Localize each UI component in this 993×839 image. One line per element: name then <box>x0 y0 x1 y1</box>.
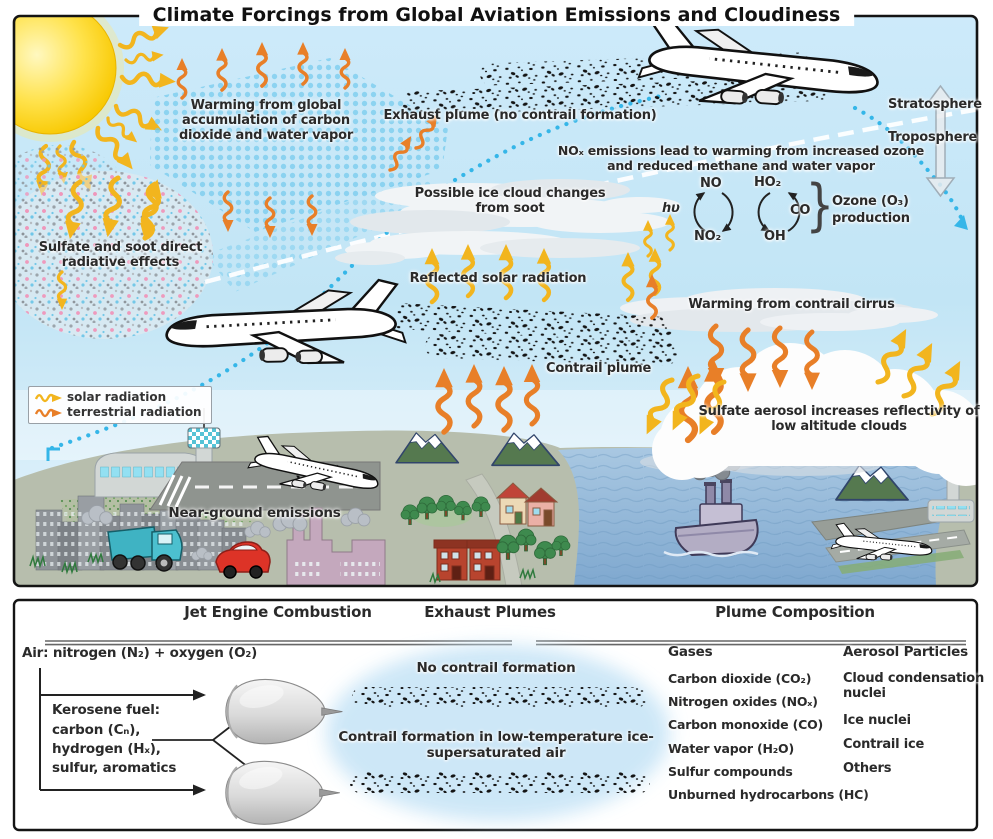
gas-item: Carbon dioxide (CO₂) <box>668 671 812 686</box>
village-houses <box>495 482 559 527</box>
sun-icon <box>14 16 124 142</box>
gas-item: Nitrogen oxides (NOₓ) <box>668 694 818 709</box>
header-plume-composition: Plume Composition <box>715 603 875 621</box>
label-troposphere: Troposphere <box>888 130 978 145</box>
car-icon <box>215 541 271 579</box>
label-no-contrail: No contrail formation <box>416 660 576 676</box>
header-gases: Gases <box>668 644 713 660</box>
stratosphere-troposphere-arrow <box>925 84 956 198</box>
legend: solar radiation terrestrial radiation <box>28 386 212 424</box>
label-co: CO <box>790 203 811 218</box>
legend-terrestrial-label: terrestrial radiation <box>67 405 202 419</box>
houses <box>433 539 504 581</box>
sulfate-soot-patch <box>14 145 213 339</box>
header-aerosol-particles: Aerosol Particles <box>843 644 968 660</box>
label-warming-global: Warming from global accumulation of carb… <box>178 98 354 144</box>
ozone-brace: } <box>805 173 835 238</box>
ozone-cycle-arrows <box>693 192 801 232</box>
ship-icon <box>663 450 759 558</box>
legend-row-solar: solar radiation <box>35 390 202 404</box>
contrail-cirrus-cloud <box>620 288 938 332</box>
ice-cloud <box>335 179 680 265</box>
label-fuel-4: sulfur, aromatics <box>52 760 177 776</box>
label-contrail-plume: Contrail plume <box>546 361 652 376</box>
contrail-band <box>350 772 650 793</box>
aerosol-item: Contrail ice <box>843 737 925 752</box>
grass <box>29 551 536 585</box>
label-oh: OH <box>764 229 786 244</box>
label-no2: NO₂ <box>694 229 722 244</box>
label-nox: NOₓ emissions lead to warming from incre… <box>557 143 925 173</box>
gas-item: Unburned hydrocarbons (HC) <box>668 787 869 802</box>
label-no: NO <box>700 176 722 191</box>
aerosol-item: Others <box>843 761 892 776</box>
flight-path-climb <box>46 92 668 461</box>
flight-path-descent <box>852 105 968 230</box>
label-fuel-3: hydrogen (Hₓ), <box>52 741 161 757</box>
solar-radiation-icon <box>35 393 62 402</box>
legend-row-terrestrial: terrestrial radiation <box>35 405 202 419</box>
aerosol-item: Cloud condensation nuclei <box>843 671 985 702</box>
legend-solar-label: solar radiation <box>67 390 167 404</box>
terrestrial-radiation-icon <box>35 408 62 417</box>
co2-halftone-patch <box>150 58 448 292</box>
no-contrail-band <box>352 687 648 707</box>
label-contrail-cirrus: Warming from contrail cirrus <box>688 297 895 312</box>
label-reflected-solar: Reflected solar radiation <box>409 271 587 286</box>
low-cloud-bank <box>640 343 977 486</box>
label-sulfate-soot: Sulfate and soot direct radiative effect… <box>38 240 203 271</box>
label-air: Air: nitrogen (N₂) + oxygen (O₂) <box>22 645 258 661</box>
gas-item: Water vapor (H₂O) <box>668 741 794 756</box>
contrail-plume-band <box>390 303 677 367</box>
label-sulfate-aerosol: Sulfate aerosol increases reflectivity o… <box>698 404 980 435</box>
label-fuel-2: carbon (Cₙ), <box>52 722 141 738</box>
label-stratosphere: Stratosphere <box>888 97 982 112</box>
gas-item: Sulfur compounds <box>668 764 793 779</box>
gas-item: Carbon monoxide (CO) <box>668 717 824 732</box>
label-ice-cloud: Possible ice cloud changes from soot <box>414 186 606 217</box>
label-fuel-1: Kerosene fuel: <box>52 702 160 718</box>
header-jet-engine-combustion: Jet Engine Combustion <box>184 603 372 621</box>
label-ho2: HO₂ <box>754 175 782 190</box>
label-hv: hυ <box>662 201 680 216</box>
label-near-ground: Near-ground emissions <box>168 505 341 521</box>
label-exhaust-plume: Exhaust plume (no contrail formation) <box>383 108 657 123</box>
label-ozone-production-1: Ozone (O₃) <box>832 194 909 209</box>
trees <box>400 494 571 566</box>
truck-icon <box>107 526 183 572</box>
header-rules <box>45 640 966 646</box>
aerosol-item: Ice nuclei <box>843 713 911 728</box>
label-contrail-formation: Contrail formation in low-temperature ic… <box>338 729 654 761</box>
label-ozone-production-2: production <box>832 211 910 226</box>
page-title: Climate Forcings from Global Aviation Em… <box>138 4 855 26</box>
header-exhaust-plumes: Exhaust Plumes <box>424 603 556 621</box>
